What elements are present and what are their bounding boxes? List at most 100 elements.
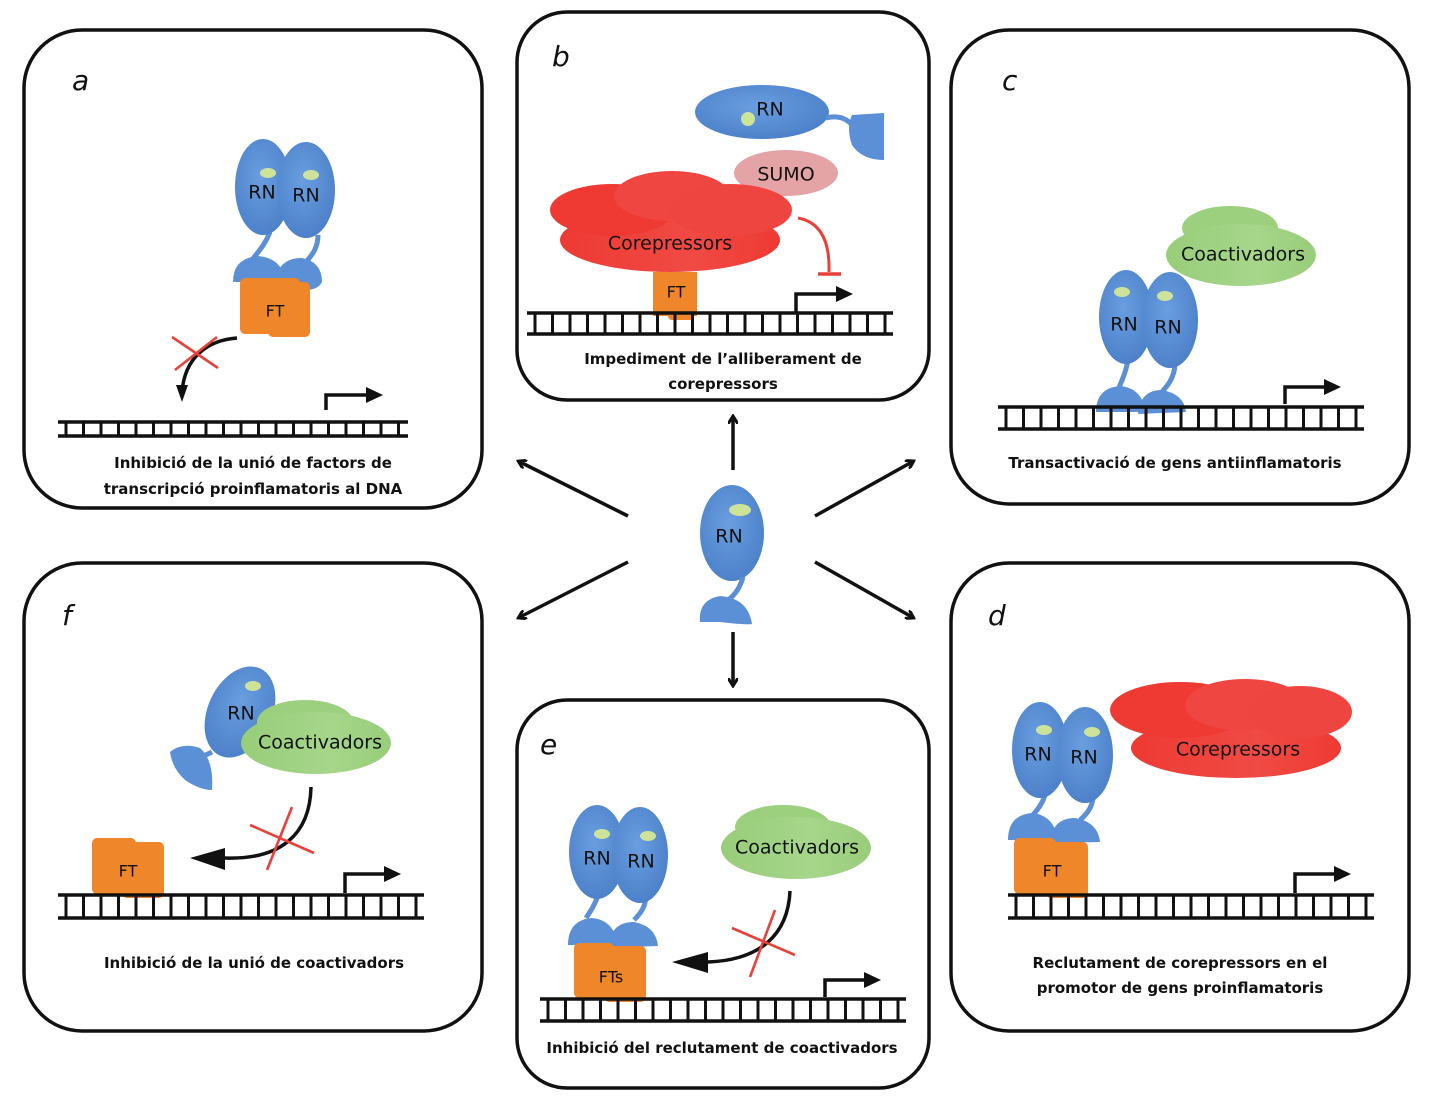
inhibition-line	[797, 216, 831, 273]
arrow-to-a	[520, 462, 629, 518]
coactivators-label: Coactivadors	[735, 837, 859, 859]
ligand-icon	[303, 170, 319, 180]
rn-label: RN	[1154, 317, 1181, 339]
dna-strand	[1008, 893, 1374, 920]
arrowhead-icon	[366, 387, 383, 403]
rn-receptor	[1012, 702, 1068, 798]
rn-dbd	[170, 745, 213, 790]
panel-e: e RN RN FTs Coactivadors	[515, 698, 931, 1090]
ft-label: FT	[667, 283, 686, 302]
arrowhead-icon	[672, 952, 708, 973]
transcription-start-arrow	[324, 393, 370, 410]
arrowhead-icon	[384, 866, 401, 882]
coactivators-label: Coactivadors	[258, 732, 382, 754]
sumo: SUMO	[734, 150, 838, 196]
coactivator-complex: Coactivadors	[1166, 206, 1316, 286]
panel-f: f RN Coactivadors FT Inhibició de la uni…	[22, 561, 484, 1033]
rn-label: RN	[1024, 744, 1051, 766]
corepressors-label: Corepressors	[1176, 739, 1300, 761]
rn-label: RN	[1070, 747, 1097, 769]
rn-label: RN	[1110, 314, 1137, 336]
arrowhead-icon	[1324, 379, 1341, 395]
ligand-icon	[245, 681, 261, 691]
transcription-start-arrow	[823, 978, 868, 997]
sumo-label: SUMO	[757, 164, 814, 186]
transcription-factors: FTs	[574, 943, 646, 1002]
ft-label: FT	[1043, 862, 1062, 881]
fts-label: FTs	[599, 968, 623, 987]
rn-dbd	[1008, 813, 1058, 840]
rn-receptor	[1099, 270, 1153, 364]
rn-label: RN	[627, 851, 654, 873]
panel-d-letter: d	[988, 599, 1006, 632]
panel-a-caption-line1: Inhibició de la unió de factors de	[114, 454, 392, 472]
rn-dbd	[849, 113, 884, 160]
inhibition-x-icon	[731, 909, 796, 978]
panel-f-caption: Inhibició de la unió de coactivadors	[104, 954, 404, 972]
panel-e-frame	[515, 698, 931, 1090]
rn-receptor	[612, 807, 668, 903]
rn-dbd	[568, 918, 618, 945]
rn-dbd	[699, 596, 752, 625]
center-receptor: RN	[699, 485, 764, 625]
inhibition-x-icon	[171, 335, 219, 372]
ft-label: FT	[119, 862, 138, 881]
arrowhead-icon	[176, 385, 188, 402]
ligand-icon	[1114, 287, 1130, 297]
panel-d-caption-line1: Reclutament de corepressors en el	[1033, 954, 1328, 972]
rn-dbd	[1050, 818, 1100, 843]
rn-dimer: RN RN	[568, 805, 668, 948]
panel-c-letter: c	[1002, 64, 1018, 97]
ft-label: FT	[266, 302, 285, 321]
rn-receptor-sumoylated: RN	[695, 85, 884, 160]
ligand-icon	[260, 168, 276, 178]
panel-a-letter: a	[72, 64, 89, 97]
dna-strand	[527, 311, 893, 336]
transcription-factor: FT	[1014, 838, 1088, 898]
ligand-icon	[1084, 727, 1100, 737]
coactivator-complex: Coactivadors	[721, 805, 871, 879]
binding-arrow	[180, 336, 238, 393]
rn-label: RN	[292, 185, 319, 207]
rn-dimer: RN RN	[1096, 270, 1198, 414]
rn-dimer: RN RN	[233, 139, 335, 290]
panel-b-caption-line1: Impediment de l’alliberament de	[584, 350, 862, 368]
corepressor-complex: Corepressors	[550, 171, 792, 272]
rn-label: RN	[248, 182, 275, 204]
panel-e-caption: Inhibició del reclutament de coactivador…	[546, 1039, 897, 1057]
rn-label: RN	[227, 703, 254, 725]
dna-strand	[998, 405, 1364, 431]
center-rn-label: RN	[715, 526, 742, 548]
rn-dbd	[608, 922, 658, 948]
ligand-icon	[594, 829, 610, 839]
transcription-start-arrow	[1283, 385, 1328, 404]
panel-b: b RN SUMO Corepressors FT	[515, 10, 931, 402]
transcription-factor: FT	[653, 272, 697, 320]
arrowhead-icon	[836, 286, 853, 302]
panel-a-caption-line2: transcripció proinflamatoris al DNA	[104, 480, 403, 498]
arrow-to-f	[520, 560, 629, 617]
panel-a: a RN RN FT Inhibició de la unió de	[22, 28, 484, 510]
dna-strand	[58, 420, 408, 438]
rn-label: RN	[756, 99, 783, 121]
corepressor-complex: Corepressors	[1110, 679, 1352, 778]
coactivator-complex: Coactivadors	[241, 700, 391, 774]
panel-d-caption-line2: promotor de gens proinflamatoris	[1037, 979, 1324, 997]
inhibition-x-icon	[249, 806, 315, 871]
pathway-arrows	[520, 418, 912, 684]
panel-b-letter: b	[552, 40, 570, 73]
panel-e-letter: e	[540, 728, 557, 761]
dna-strand	[540, 997, 906, 1023]
ligand-icon	[741, 112, 755, 126]
ligand-icon	[1157, 291, 1173, 301]
panel-c: c Coactivadors RN RN Transactivació de g…	[949, 28, 1411, 506]
transcription-factor: FT	[240, 278, 310, 337]
arrowhead-icon	[190, 848, 225, 870]
ligand-icon	[1036, 725, 1052, 735]
panel-d: d Corepressors RN RN FT Reclu	[949, 561, 1411, 1033]
transcription-start-arrow	[1293, 872, 1338, 893]
dna-strand	[58, 893, 424, 920]
panel-c-caption: Transactivació de gens antiinflamatoris	[1008, 454, 1341, 472]
transcription-start-arrow	[343, 872, 388, 893]
corepressors-label: Corepressors	[608, 233, 732, 255]
